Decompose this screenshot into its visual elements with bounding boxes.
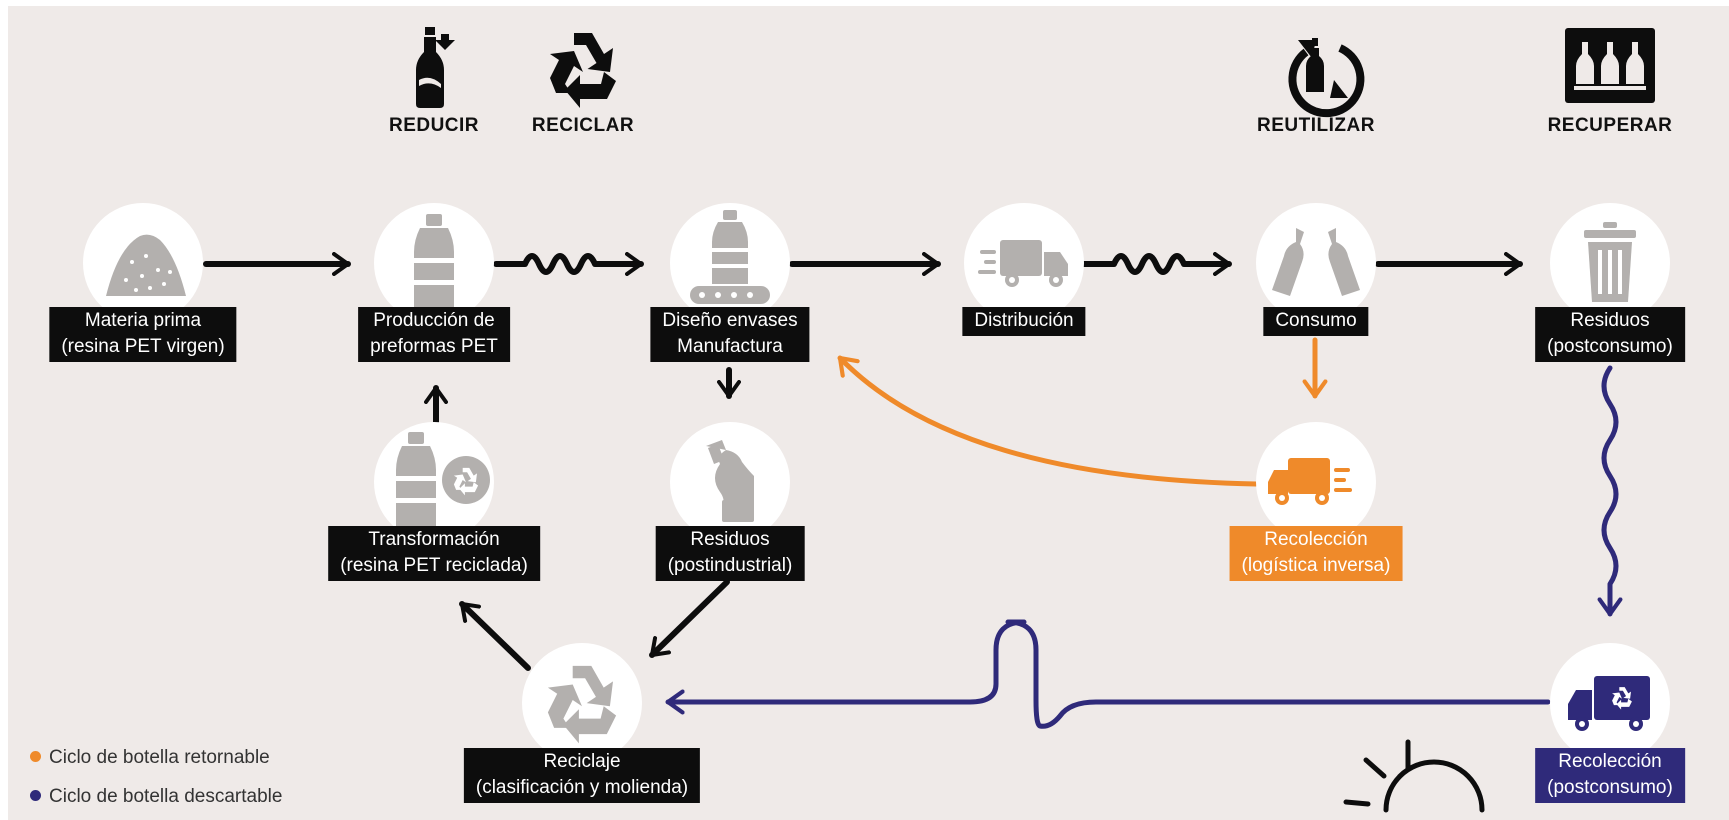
recycled-bottle-icon bbox=[396, 432, 490, 528]
bottle-crate-icon bbox=[1565, 28, 1655, 103]
label-recoleccion-post-line2: (postconsumo) bbox=[1547, 777, 1673, 798]
arrow-residuos-ind-to-reciclaje bbox=[649, 579, 730, 658]
label-diseno: Diseño envases Manufactura bbox=[650, 307, 810, 362]
label-residuos-post: Residuos (postconsumo) bbox=[1535, 307, 1685, 362]
lightbulb-mark bbox=[1343, 739, 1485, 813]
label-materia: Materia prima (resina PET virgen) bbox=[49, 307, 237, 362]
arrow-produccion-to-diseno bbox=[493, 252, 644, 276]
legend-descartable-text: Ciclo de botella descartable bbox=[49, 786, 283, 807]
navy-recycling-truck-icon bbox=[1568, 676, 1650, 731]
header-reciclar: RECICLAR bbox=[531, 115, 635, 136]
arrow-distribucion-to-consumo bbox=[1081, 252, 1232, 276]
preform-bottle-icon bbox=[414, 214, 454, 308]
circle-reciclaje bbox=[522, 643, 642, 763]
label-diseno-line2: Manufactura bbox=[677, 336, 783, 357]
label-materia-line1: Materia prima bbox=[84, 310, 202, 331]
label-diseno-line1: Diseño envases bbox=[662, 310, 798, 331]
diagram-panel bbox=[8, 6, 1729, 820]
legend-navy-dot bbox=[30, 790, 41, 801]
label-transformacion-line1: Transformación bbox=[368, 529, 500, 550]
header-reutilizar: REUTILIZAR bbox=[1257, 115, 1375, 136]
bottle-conveyor-icon bbox=[690, 210, 770, 304]
arrow-recoleccion-post-to-reciclaje bbox=[665, 619, 1551, 729]
arrow-residuos-to-recoleccion-post bbox=[1597, 365, 1623, 617]
label-reciclaje-line2: (clasificación y molienda) bbox=[475, 777, 689, 798]
legend-orange-dot bbox=[30, 751, 41, 762]
arrow-recoleccion-log-to-diseno bbox=[837, 355, 1259, 487]
label-reciclaje: Reciclaje (clasificación y molienda) bbox=[463, 748, 701, 803]
toasting-bottles-icon bbox=[1272, 228, 1360, 296]
label-consumo: Consumo bbox=[1263, 307, 1369, 336]
resin-pile-icon bbox=[106, 234, 186, 296]
label-transformacion-line2: (resina PET reciclada) bbox=[340, 555, 528, 576]
crushed-bottle-icon bbox=[706, 440, 754, 522]
label-residuos-ind-line2: (postindustrial) bbox=[667, 555, 793, 576]
trash-can-icon bbox=[1584, 222, 1636, 302]
label-distribucion-line1: Distribución bbox=[974, 310, 1074, 331]
label-reciclaje-line1: Reciclaje bbox=[543, 751, 621, 772]
label-recoleccion-log-line2: (logística inversa) bbox=[1241, 555, 1391, 576]
delivery-truck-icon bbox=[978, 240, 1068, 287]
header-reducir: REDUCIR bbox=[388, 115, 480, 136]
legend-retornable-text: Ciclo de botella retornable bbox=[49, 747, 270, 768]
legend-retornable: Ciclo de botella retornable bbox=[30, 747, 270, 769]
label-transformacion: Transformación (resina PET reciclada) bbox=[328, 526, 540, 581]
circle-consumo bbox=[1256, 203, 1376, 323]
label-consumo-line1: Consumo bbox=[1275, 310, 1357, 331]
orange-truck-icon bbox=[1268, 458, 1352, 505]
label-residuos-ind: Residuos (postindustrial) bbox=[655, 526, 805, 581]
label-produccion: Producción de preformas PET bbox=[358, 307, 510, 362]
header-recuperar: RECUPERAR bbox=[1547, 115, 1673, 136]
reuse-cycle-icon bbox=[1288, 38, 1365, 118]
arrow-reciclaje-to-transformacion bbox=[459, 601, 531, 671]
recycle-header-icon bbox=[550, 33, 616, 108]
label-produccion-line2: preformas PET bbox=[370, 336, 498, 357]
label-residuos-post-line2: (postconsumo) bbox=[1547, 336, 1673, 357]
label-residuos-post-line1: Residuos bbox=[1570, 310, 1650, 331]
reduce-bottle-icon bbox=[416, 27, 455, 108]
label-produccion-line1: Producción de bbox=[373, 310, 495, 331]
label-recoleccion-log: Recolección (logística inversa) bbox=[1229, 526, 1403, 581]
label-recoleccion-post-line1: Recolección bbox=[1558, 751, 1662, 772]
label-distribucion: Distribución bbox=[962, 307, 1086, 336]
label-residuos-ind-line1: Residuos bbox=[690, 529, 770, 550]
label-recoleccion-log-line1: Recolección bbox=[1264, 529, 1368, 550]
label-recoleccion-post: Recolección (postconsumo) bbox=[1535, 748, 1685, 803]
legend-descartable: Ciclo de botella descartable bbox=[30, 786, 282, 808]
label-materia-line2: (resina PET virgen) bbox=[61, 336, 225, 357]
